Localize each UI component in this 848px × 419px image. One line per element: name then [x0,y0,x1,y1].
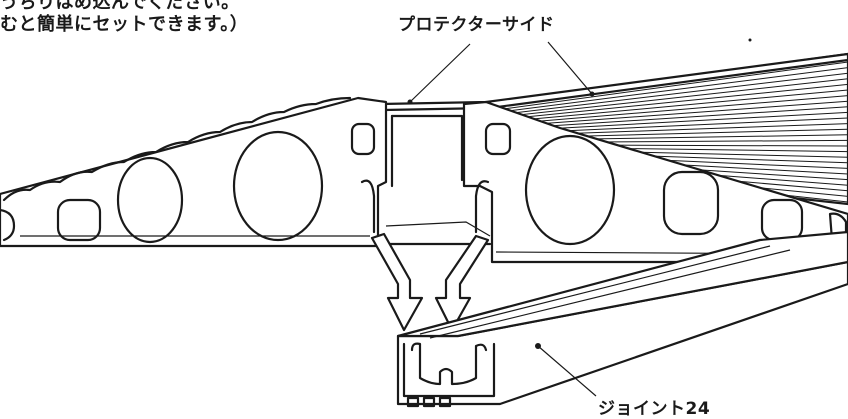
sheet-rib [499,72,848,116]
insert-arrow-right [434,234,490,332]
sheet-rib [505,95,848,125]
sheet-rib [500,78,848,118]
stray-mark [748,38,752,42]
protector-slot [384,114,492,246]
insert-arrow-left [370,232,424,332]
left-profile [0,96,388,248]
sheet-rib [510,111,848,132]
label-joint-24: ジョイント24 [598,399,711,419]
sheet-rib [497,67,848,113]
sheet-rib [502,83,848,120]
instruction-line-1: うちりはめ込んでください。 [0,0,240,13]
sheet-rib [503,89,848,123]
sheet-rib [508,106,848,130]
instruction-line-2: むと簡単にセットできます。） [0,14,249,35]
right-profile [462,100,848,264]
joint-24-rail [396,230,848,408]
sheet-rib [495,61,848,111]
leader-lines [407,41,597,397]
sheet-rib [507,100,848,127]
label-protector-side: プロテクターサイド [398,15,555,35]
